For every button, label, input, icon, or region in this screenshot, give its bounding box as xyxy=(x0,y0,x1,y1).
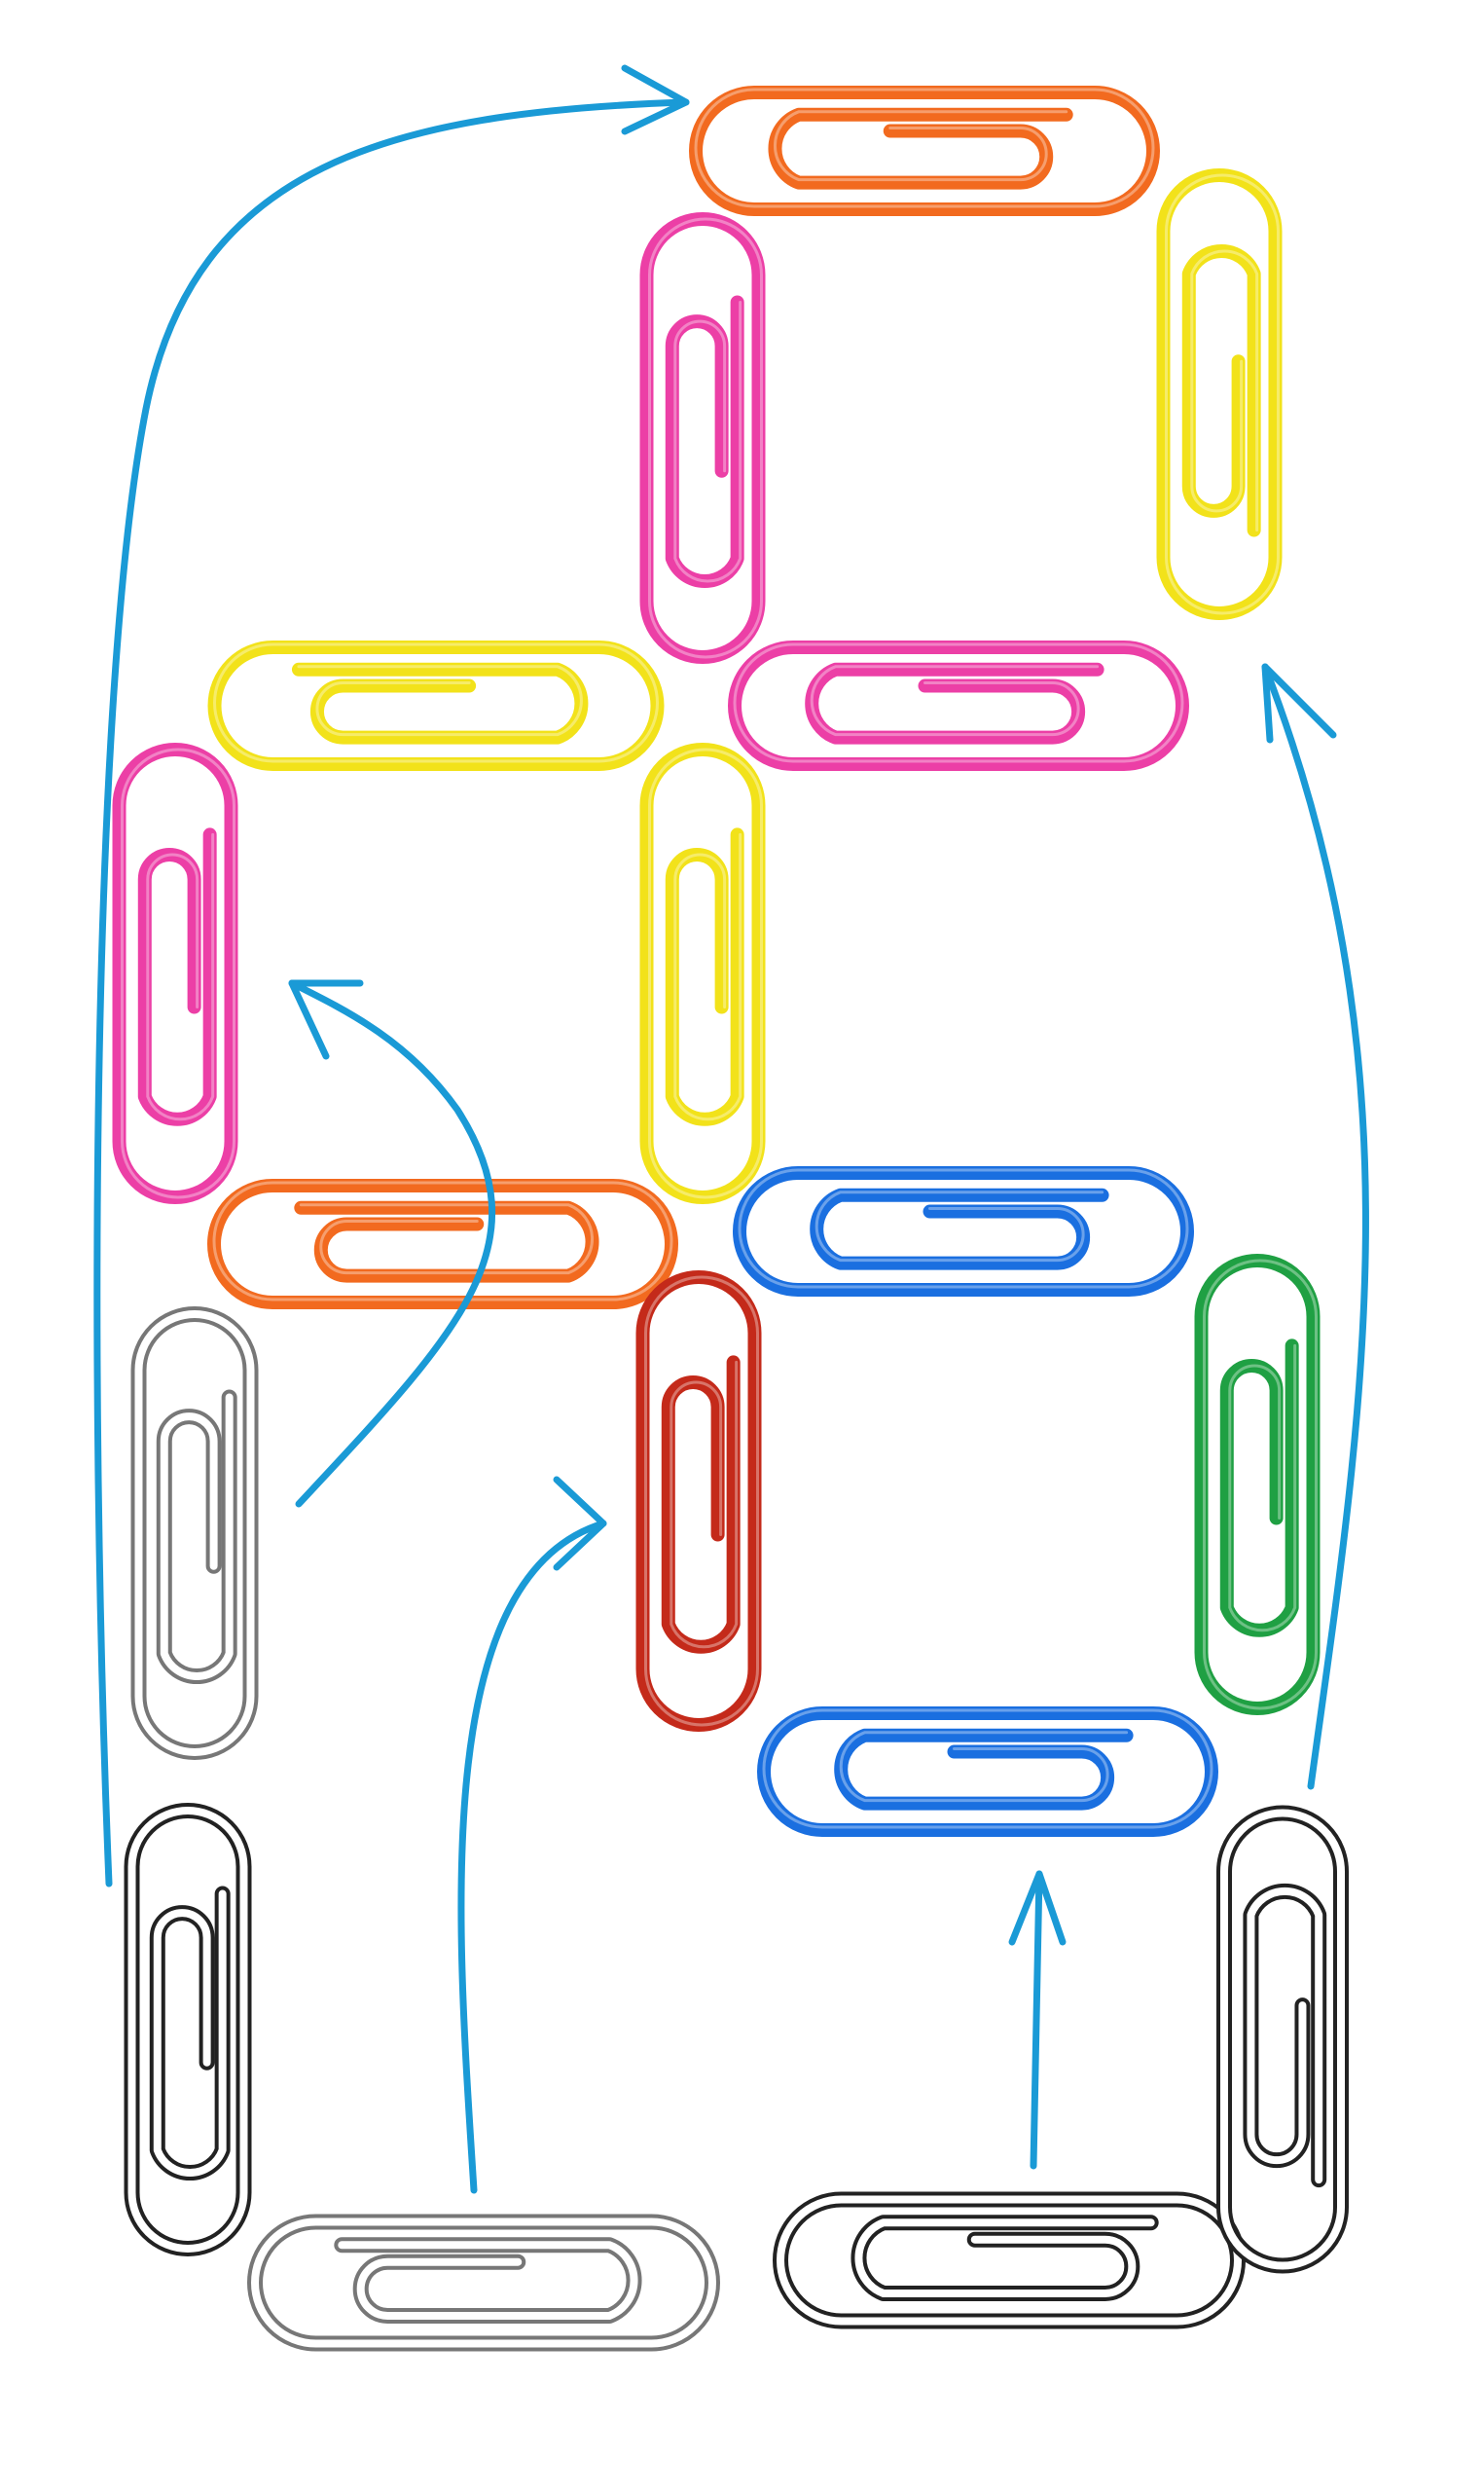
clip-yellow-top-right xyxy=(1156,168,1283,620)
clip-outline-bottom-right xyxy=(773,2191,1246,2329)
clip-red xyxy=(635,1270,762,1732)
clip-pink-top xyxy=(639,212,766,664)
clip-yellow-left xyxy=(207,641,665,771)
clip-outline-bottom-left xyxy=(247,2214,720,2352)
clip-orange-top xyxy=(689,86,1160,216)
arrow-right-to-yellow xyxy=(1261,663,1369,1790)
clip-pink-middle xyxy=(728,641,1189,771)
arrow-bottom-to-red xyxy=(457,1476,607,2194)
clip-orange-middle xyxy=(207,1179,678,1309)
clip-pink-left xyxy=(112,743,238,1204)
clip-green xyxy=(1194,1254,1321,1715)
clip-outline-right xyxy=(1216,1805,1349,2274)
arrow-outline-to-pink-left xyxy=(288,979,495,1508)
arrow-bottom-right-to-blue xyxy=(1008,1870,1067,2170)
arrow-left-to-top xyxy=(93,64,690,1887)
clip-yellow-center xyxy=(639,743,766,1204)
clip-outline-left-upper xyxy=(130,1306,259,1760)
clip-blue-middle xyxy=(733,1166,1194,1297)
clip-outline-left-lower xyxy=(124,1803,252,2256)
clip-blue-bottom xyxy=(757,1706,1218,1837)
